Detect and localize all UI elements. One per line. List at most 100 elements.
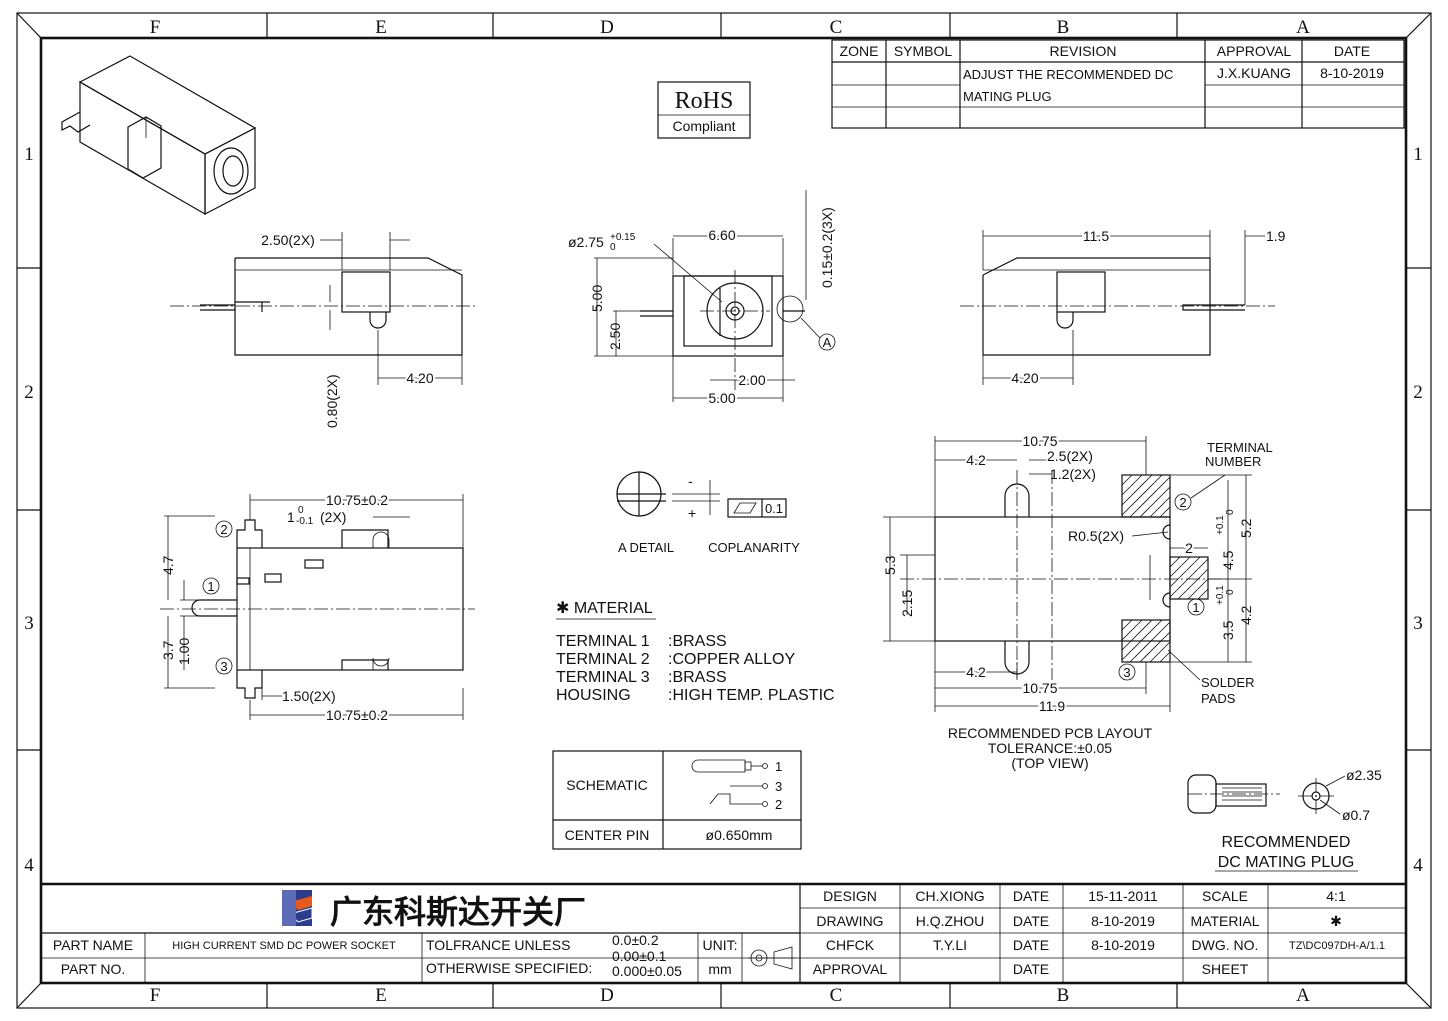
tolerance-value-3: 0.000±0.05 (612, 963, 682, 979)
col-label: F (150, 17, 161, 38)
rev-approval: J.X.KUANG (1217, 65, 1291, 81)
sheet-label: SHEET (1202, 961, 1249, 977)
design-date: 15-11-2011 (1088, 888, 1158, 904)
dim-2-50-h: 2.50 (607, 323, 623, 350)
pcb-dim-2-5-2x: 2.5(2X) (1047, 448, 1093, 464)
material-label: MATERIAL (1191, 913, 1260, 929)
detail-a: - + 0.1 A DETAIL COPLANARITY (616, 471, 800, 555)
drawing-date-label: DATE (1013, 913, 1049, 929)
dim-4-7: 4.7 (160, 555, 176, 575)
drawing-date: 8-10-2019 (1091, 913, 1155, 929)
plug-dim-0-7: ø0.7 (1342, 807, 1370, 823)
schematic-label: SCHEMATIC (566, 777, 647, 793)
pcb-dim-4-5-tol: +0.1 (1215, 515, 1226, 535)
pcb-dim-3-5: 3.5 (1220, 620, 1236, 640)
detail-plus: + (688, 505, 696, 521)
dim-slot-1: 1 (287, 509, 295, 525)
unit-label: UNIT: (703, 937, 738, 953)
row-label: 3 (1413, 613, 1423, 634)
pcb-dim-10-75-bottom: 10.75 (1022, 680, 1057, 696)
drawing-value: H.Q.ZHOU (916, 913, 984, 929)
callout-a: A (823, 335, 832, 350)
col-label: A (1296, 17, 1310, 38)
detail-a-label: A DETAIL (618, 540, 674, 555)
rev-header-date: DATE (1334, 43, 1370, 59)
rev-text-line1: ADJUST THE RECOMMENDED DC (963, 67, 1173, 82)
dim-10-75-bottom: 10.75±0.2 (326, 707, 388, 723)
pcb-dim-1-2-2x: 1.2(2X) (1050, 466, 1096, 482)
dwg-label: DWG. NO. (1192, 937, 1259, 953)
schematic-box: SCHEMATIC 1 3 2 CENTER PIN ø0.650mm (552, 750, 802, 850)
pcb-dim-4-5-tol2: 0 (1225, 509, 1236, 515)
terminal-3-label: 3 (220, 659, 227, 674)
dim-5-00-h: 5.00 (589, 285, 605, 312)
plug-caption-2: DC MATING PLUG (1218, 854, 1355, 871)
col-label: C (830, 17, 843, 38)
col-label: E (375, 985, 387, 1006)
schematic-pin-1: 1 (775, 759, 782, 774)
dim-0-15-3x: 0.15±0.2(3X) (819, 207, 835, 288)
material-list: ✱ MATERIAL TERMINAL 1 :BRASS TERMINAL 2 … (556, 600, 835, 704)
dim-1-00: 1.00 (176, 638, 192, 665)
rohs-stamp: RoHS Compliant (657, 81, 751, 139)
revision-table: ZONE SYMBOL REVISION APPROVAL DATE ADJUS… (831, 39, 1405, 129)
pcb-terminal-1: 1 (1192, 600, 1199, 615)
check-value: T.Y.LI (933, 937, 967, 953)
pcb-terminal-3: 3 (1123, 665, 1130, 680)
pcb-caption-3: (TOP VIEW) (1011, 755, 1088, 771)
material-value-2: :COPPER ALLOY (668, 651, 795, 668)
material-title: ✱ MATERIAL (556, 600, 653, 617)
dim-slot-tol-bot: -0.1 (296, 516, 314, 527)
projection-symbol-icon (748, 946, 796, 970)
top-view: 2 1 3 10.75±0.2 1 0 -0.1 (2X) 4.7 3.7 1.… (160, 490, 475, 725)
pcb-dim-4-2-top: 4.2 (966, 452, 986, 468)
dim-2-50-2x: 2.50(2X) (261, 232, 315, 248)
front-view: A 6.60 ø2.75 +0.15 0 0.15±0.2(3X) 5.00 2… (568, 190, 836, 408)
rohs-title: RoHS (675, 88, 734, 114)
terminal-2-label: 2 (220, 522, 227, 537)
pcb-dim-4-2-bottom: 4.2 (966, 664, 986, 680)
pcb-dim-3-5-tol2: 0 (1225, 589, 1236, 595)
pcb-dim-5-2: 5.2 (1238, 518, 1254, 538)
plug-dim-2-35: ø2.35 (1346, 767, 1382, 783)
side-view-right: 11.5 1.9 4.20 (960, 226, 1286, 388)
approval-date-label: DATE (1013, 961, 1049, 977)
row-label: 2 (24, 382, 34, 403)
col-label: D (600, 17, 614, 38)
design-date-label: DATE (1013, 888, 1049, 904)
pcb-caption-1: RECOMMENDED PCB LAYOUT (948, 725, 1153, 741)
dim-10-75-top: 10.75±0.2 (326, 492, 388, 508)
material-value-1: :BRASS (668, 633, 727, 650)
side-view-left: 2.50(2X) 0.80(2X) 4.20 (170, 232, 478, 428)
pcb-caption-2: TOLERANCE:±0.05 (988, 740, 1112, 756)
design-label: DESIGN (823, 888, 877, 904)
company-name: 广东科斯达开关厂 (330, 894, 586, 930)
pcb-dim-5-3: 5.3 (882, 555, 898, 575)
dim-slot-tol-top: 0 (298, 505, 304, 516)
row-label: 4 (24, 855, 34, 876)
solder-pad-top (1121, 474, 1171, 518)
col-label: D (600, 985, 614, 1006)
row-label: 4 (1413, 855, 1423, 876)
solder-pad-bottom (1121, 619, 1171, 663)
pcb-dim-2-15: 2.15 (899, 590, 915, 617)
scale-label: SCALE (1202, 888, 1248, 904)
rev-header-zone: ZONE (840, 43, 879, 59)
coplanarity-value: 0.1 (765, 501, 783, 516)
dim-dia-tol-bot: 0 (610, 242, 616, 253)
schematic-pin-2: 2 (775, 797, 782, 812)
tolerance-label-2: OTHERWISE SPECIFIED: (426, 960, 592, 976)
solder-pad-center (1169, 556, 1209, 600)
drawing-label: DRAWING (816, 913, 883, 929)
solder-pads-label-1: SOLDER (1201, 675, 1254, 690)
dim-1-9: 1.9 (1266, 228, 1286, 244)
plug-caption-1: RECOMMENDED (1222, 834, 1351, 851)
rohs-subtitle: Compliant (672, 118, 735, 134)
col-label: C (830, 985, 843, 1006)
terminal-number-label-2: NUMBER (1205, 454, 1261, 469)
terminal-1-label: 1 (207, 579, 214, 594)
check-label: CHFCK (826, 937, 875, 953)
col-label: A (1296, 985, 1310, 1006)
rev-header-symbol: SYMBOL (894, 43, 953, 59)
